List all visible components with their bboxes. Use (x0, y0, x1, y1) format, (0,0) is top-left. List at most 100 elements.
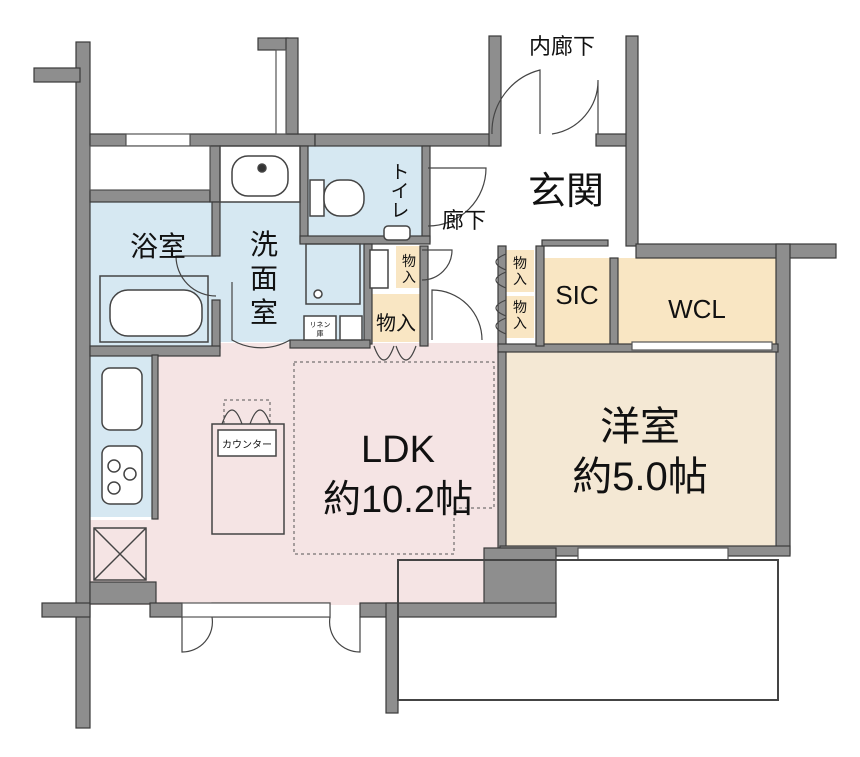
door-entrance[interactable] (491, 69, 541, 135)
storage-small-top-floor (396, 246, 422, 288)
label-storage-r2-1: 物 (513, 299, 527, 315)
wall-genkan-step (541, 239, 609, 247)
toilet-tank (309, 179, 325, 217)
wall-right-top (635, 243, 837, 259)
toilet-bowl (323, 179, 365, 217)
storage-big-1-floor (370, 294, 420, 342)
washing-machine-drain (313, 289, 323, 299)
wall-top-1 (89, 133, 127, 147)
label-corridor-outside: 内廊下 (529, 34, 595, 59)
wall-sic-right (609, 257, 619, 349)
counter-ceiling-outline (223, 399, 271, 424)
wall-toilet-left (299, 145, 309, 243)
door-entrance-2[interactable] (551, 79, 599, 135)
linen-storage (303, 315, 337, 341)
burner-1 (107, 459, 121, 473)
label-storage-r2-2: 入 (513, 315, 527, 331)
wall-top-stub-2 (285, 37, 299, 135)
label-storage-r1-2: 入 (513, 271, 527, 287)
label-sic: SIC (555, 280, 598, 310)
kitchen-sink (101, 367, 143, 431)
label-storage-big-1: 物入 (376, 312, 416, 335)
wall-toilet-right (421, 145, 431, 243)
wall-bottom-right (359, 602, 557, 618)
window-ldk-bottom (181, 602, 331, 618)
wall-wash-top (209, 145, 221, 203)
wall-sic-left (535, 245, 545, 347)
wall-kitchen-right (151, 354, 159, 520)
wash-shelf-2 (369, 249, 389, 289)
counter-label-box (217, 429, 277, 457)
ldk-ceiling-outline (293, 361, 495, 555)
door-bath[interactable] (175, 255, 217, 297)
sic-floor (542, 258, 612, 344)
labels: 内廊下 玄関 廊下 トイレ 浴室 洗 面 室 リネン 庫 物入 物 入 物 入 … (130, 34, 726, 521)
label-washroom-3: 室 (250, 297, 278, 328)
wall-right (775, 243, 791, 555)
label-storage-top-1: 物 (402, 253, 416, 269)
storage-small-r2-floor (506, 296, 534, 338)
fixtures (93, 145, 411, 581)
door-storage-big-1[interactable] (373, 345, 417, 361)
door-hall-ldk[interactable] (431, 289, 483, 341)
toilet-sink (383, 225, 411, 241)
washbasin (231, 155, 289, 197)
label-linen-2: 庫 (317, 329, 324, 338)
wall-top-2 (189, 133, 316, 147)
window-top-left (125, 133, 191, 147)
label-counter: カウンター (222, 439, 272, 451)
wall-bath-right-2 (211, 299, 221, 349)
doors (175, 69, 599, 653)
label-storage-top-2: 入 (402, 269, 416, 285)
wall-corridor-right (625, 35, 639, 247)
kitchen-corner-diag-2 (93, 527, 147, 581)
label-linen-1: リネン (310, 321, 331, 329)
label-storage-r1-1: 物 (513, 255, 527, 271)
wall-bath-top (89, 189, 211, 203)
wall-bath-right (211, 201, 221, 257)
door-wash[interactable] (231, 282, 291, 349)
room-fills (90, 146, 776, 605)
label-western-size: 約5.0帖 (572, 455, 708, 499)
door-ldk-bottom-right[interactable] (328, 616, 361, 653)
wash-shelf-1 (339, 315, 363, 341)
door-storage-top[interactable] (421, 249, 453, 281)
wall-top-left-stub (33, 67, 81, 83)
window-western-bottom (577, 547, 729, 561)
label-hallway: 廊下 (442, 208, 486, 233)
wall-top-stub-1 (257, 37, 289, 51)
label-toilet: トイレ (388, 162, 409, 219)
window-wcl (631, 341, 773, 351)
door-storage-r1[interactable] (495, 253, 507, 289)
label-ldk-name: LDK (361, 429, 435, 471)
label-genkan: 玄関 (528, 171, 604, 213)
label-western-name: 洋室 (600, 405, 680, 449)
wcl-floor (618, 258, 776, 344)
storage-small-r1-floor (506, 250, 534, 292)
label-wcl: WCL (668, 294, 726, 324)
wall-corridor-left (488, 35, 502, 147)
bathtub-inner (109, 289, 203, 337)
wall-balcony-left (385, 602, 399, 714)
label-washroom-2: 面 (250, 263, 278, 294)
door-storage-r2[interactable] (495, 299, 507, 335)
label-bath: 浴室 (130, 231, 186, 262)
wall-bottom-left-stub (41, 602, 91, 618)
door-toilet[interactable] (427, 167, 487, 227)
wall-storage-right (419, 245, 429, 347)
label-washroom-1: 洗 (250, 229, 278, 260)
door-counter[interactable] (221, 409, 271, 425)
door-ldk-bottom-left[interactable] (181, 616, 214, 653)
wall-wash-bottom (289, 339, 371, 349)
balcony (397, 559, 779, 701)
wall-bottom (149, 602, 183, 618)
wall-top-3 (314, 133, 500, 147)
wall-bottom-left (89, 581, 157, 605)
western-room-floor (505, 352, 775, 548)
ldk-floor (153, 343, 498, 605)
burner-2 (123, 467, 137, 481)
wall-ldk-right (497, 351, 507, 549)
wall-left (75, 41, 91, 729)
window-top-slit (275, 49, 287, 135)
